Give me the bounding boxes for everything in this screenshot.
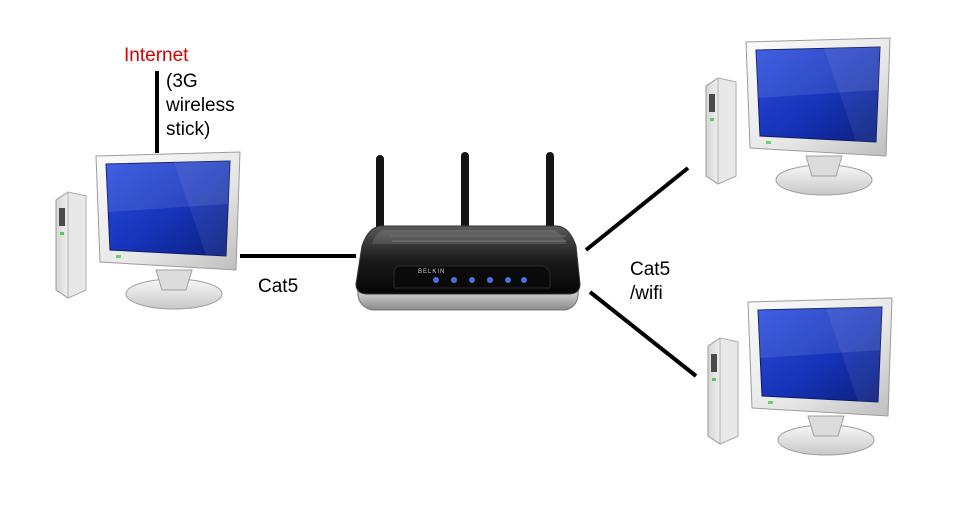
cat5-wifi-label: Cat5 /wifi [630, 258, 670, 306]
desktop-computer-icon [707, 297, 893, 456]
internet-label: Internet [124, 45, 189, 66]
cat5-wifi-label-line: Cat5 [630, 259, 671, 280]
cat5-wifi-label-line: /wifi [630, 283, 663, 304]
link-router-bottom-right [588, 290, 698, 378]
uplink-label: (3G wireless stick) [166, 70, 235, 142]
link-router-top-right [584, 166, 690, 252]
desktop-computer-icon [705, 37, 891, 196]
uplink-label-line: stick) [166, 119, 211, 140]
desktop-computer-icon [55, 151, 241, 310]
cat5-left-label: Cat5 [258, 276, 299, 297]
router-brand-label: BELKIN [418, 269, 445, 275]
wireless-router-icon: BELKIN [355, 152, 581, 311]
uplink-label-line: wireless [166, 95, 235, 116]
uplink-label-line: (3G [166, 71, 198, 92]
